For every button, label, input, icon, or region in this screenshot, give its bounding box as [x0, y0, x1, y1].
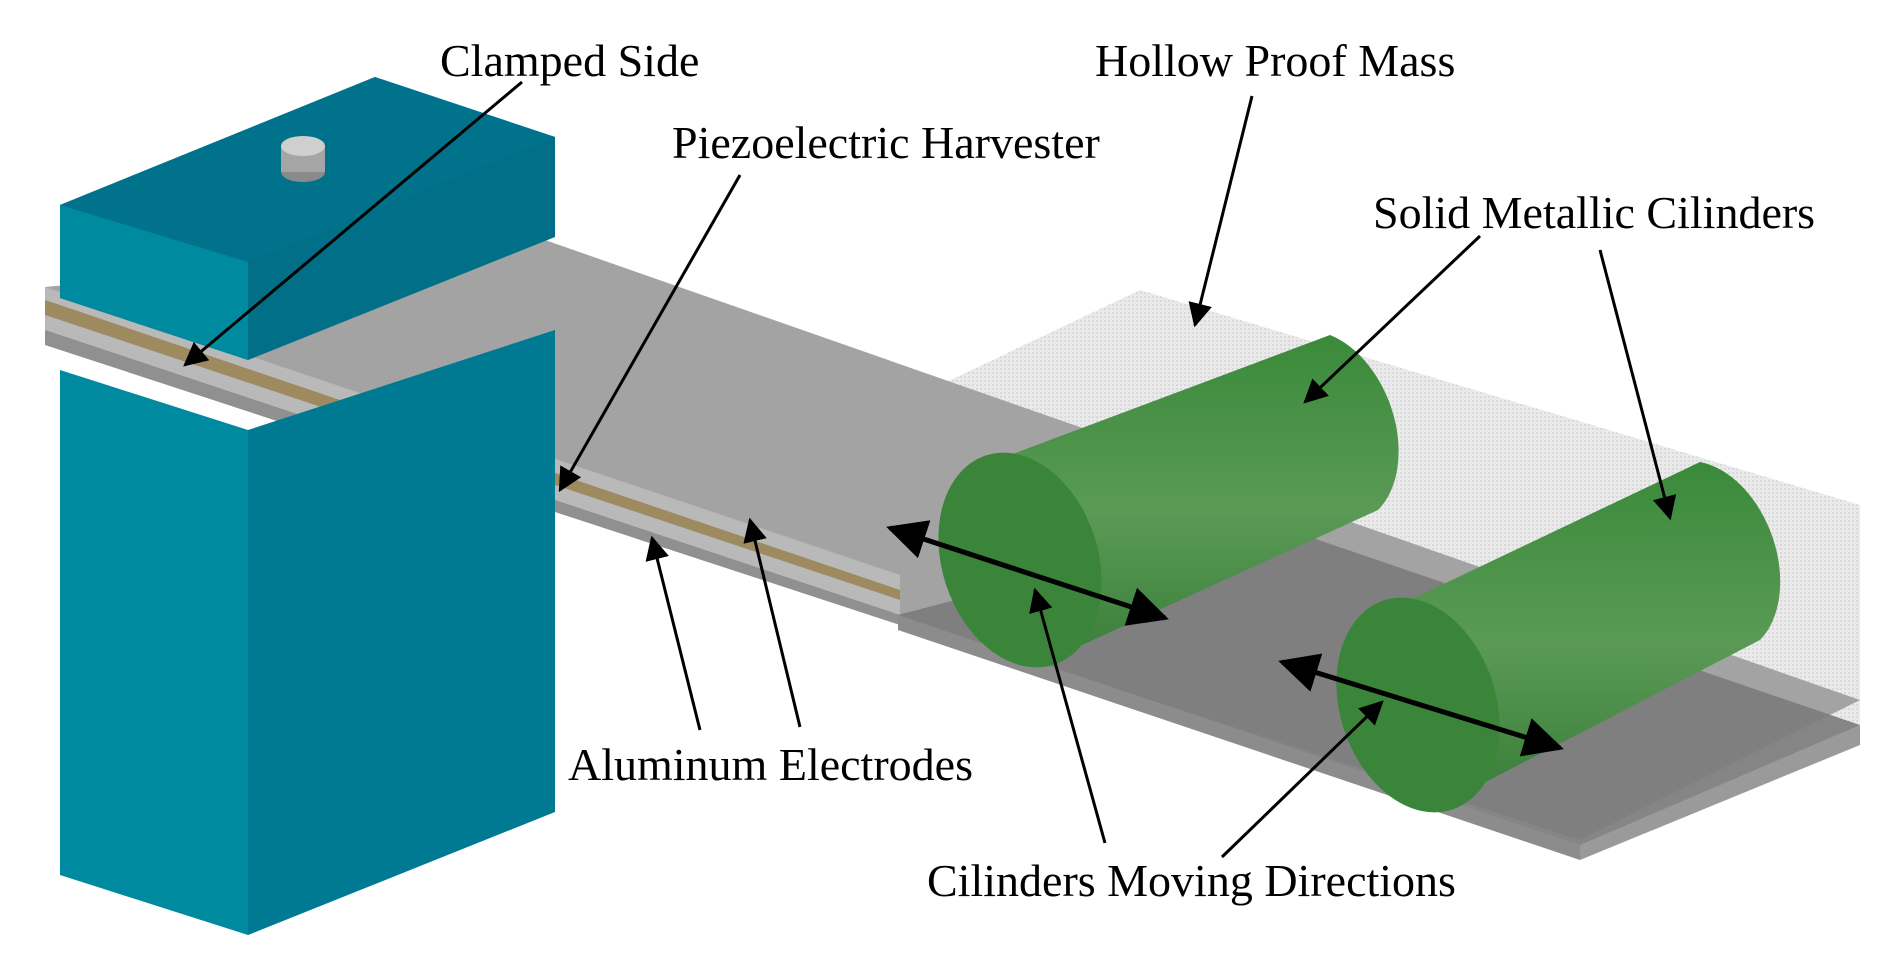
arrow-hollow-proof-mass: [1188, 95, 1254, 328]
movement-arrow-1: [886, 520, 1169, 626]
arrow-moving-dir-1: [1029, 587, 1107, 844]
label-clamped-side: Clamped Side: [440, 35, 700, 86]
clamp-block: [60, 77, 555, 935]
arrow-electrode-2: [743, 517, 802, 728]
label-aluminum-electrodes: Aluminum Electrodes: [568, 739, 973, 790]
arrow-clamped-side: [183, 80, 523, 367]
label-solid-metallic-cilinders: Solid Metallic Cilinders: [1373, 187, 1816, 238]
arrow-electrode-1: [645, 535, 702, 731]
movement-arrows: [886, 520, 1564, 757]
arrow-piezoelectric: [558, 174, 742, 493]
pointer-arrows: [183, 80, 1677, 859]
label-hollow-proof-mass: Hollow Proof Mass: [1095, 35, 1456, 86]
arrow-cylinder-2: [1598, 249, 1677, 521]
label-cilinders-moving-directions: Cilinders Moving Directions: [927, 855, 1456, 906]
arrow-cylinder-1: [1303, 234, 1482, 404]
movement-arrow-2: [1278, 653, 1564, 757]
label-piezoelectric-harvester: Piezoelectric Harvester: [672, 117, 1100, 168]
